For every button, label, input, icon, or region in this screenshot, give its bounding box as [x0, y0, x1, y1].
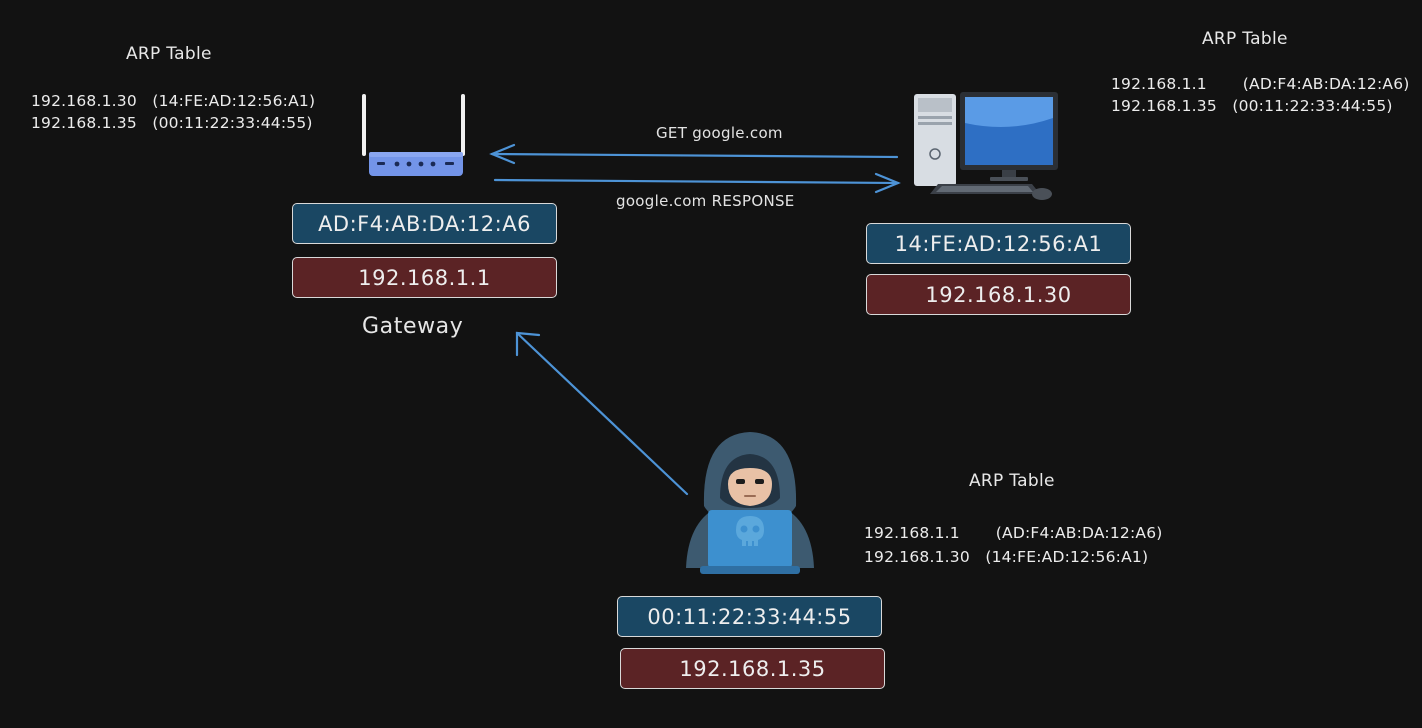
gateway-arp-row: 192.168.1.35 (00:11:22:33:44:55) — [31, 114, 313, 132]
gateway-ip-box: 192.168.1.1 — [292, 257, 557, 298]
attacker-mac-box: 00:11:22:33:44:55 — [617, 596, 882, 637]
router-icon — [362, 94, 465, 176]
gateway-arp-title: ARP Table — [126, 44, 212, 64]
attacker-arp-row: 192.168.1.1 (AD:F4:AB:DA:12:A6) — [864, 524, 1163, 542]
hacker-icon — [686, 432, 814, 574]
gateway-mac-box: AD:F4:AB:DA:12:A6 — [292, 203, 557, 244]
attacker-arp-row: 192.168.1.30 (14:FE:AD:12:56:A1) — [864, 548, 1149, 566]
response-label: google.com RESPONSE — [616, 192, 795, 210]
request-label: GET google.com — [656, 124, 783, 142]
request-arrow — [489, 143, 899, 165]
attacker-ip-box: 192.168.1.35 — [620, 648, 885, 689]
victim-arp-title: ARP Table — [1202, 29, 1288, 49]
victim-arp-row: 192.168.1.35 (00:11:22:33:44:55) — [1111, 97, 1393, 115]
gateway-arp-row: 192.168.1.30 (14:FE:AD:12:56:A1) — [31, 92, 316, 110]
victim-mac-box: 14:FE:AD:12:56:A1 — [866, 223, 1131, 264]
desktop-computer-icon — [914, 92, 1058, 200]
gateway-label: Gateway — [362, 314, 464, 339]
attacker-to-gateway-arrow — [515, 331, 689, 496]
victim-arp-row: 192.168.1.1 (AD:F4:AB:DA:12:A6) — [1111, 75, 1410, 93]
response-arrow — [493, 172, 901, 194]
victim-ip-box: 192.168.1.30 — [866, 274, 1131, 315]
attacker-arp-title: ARP Table — [969, 471, 1055, 491]
